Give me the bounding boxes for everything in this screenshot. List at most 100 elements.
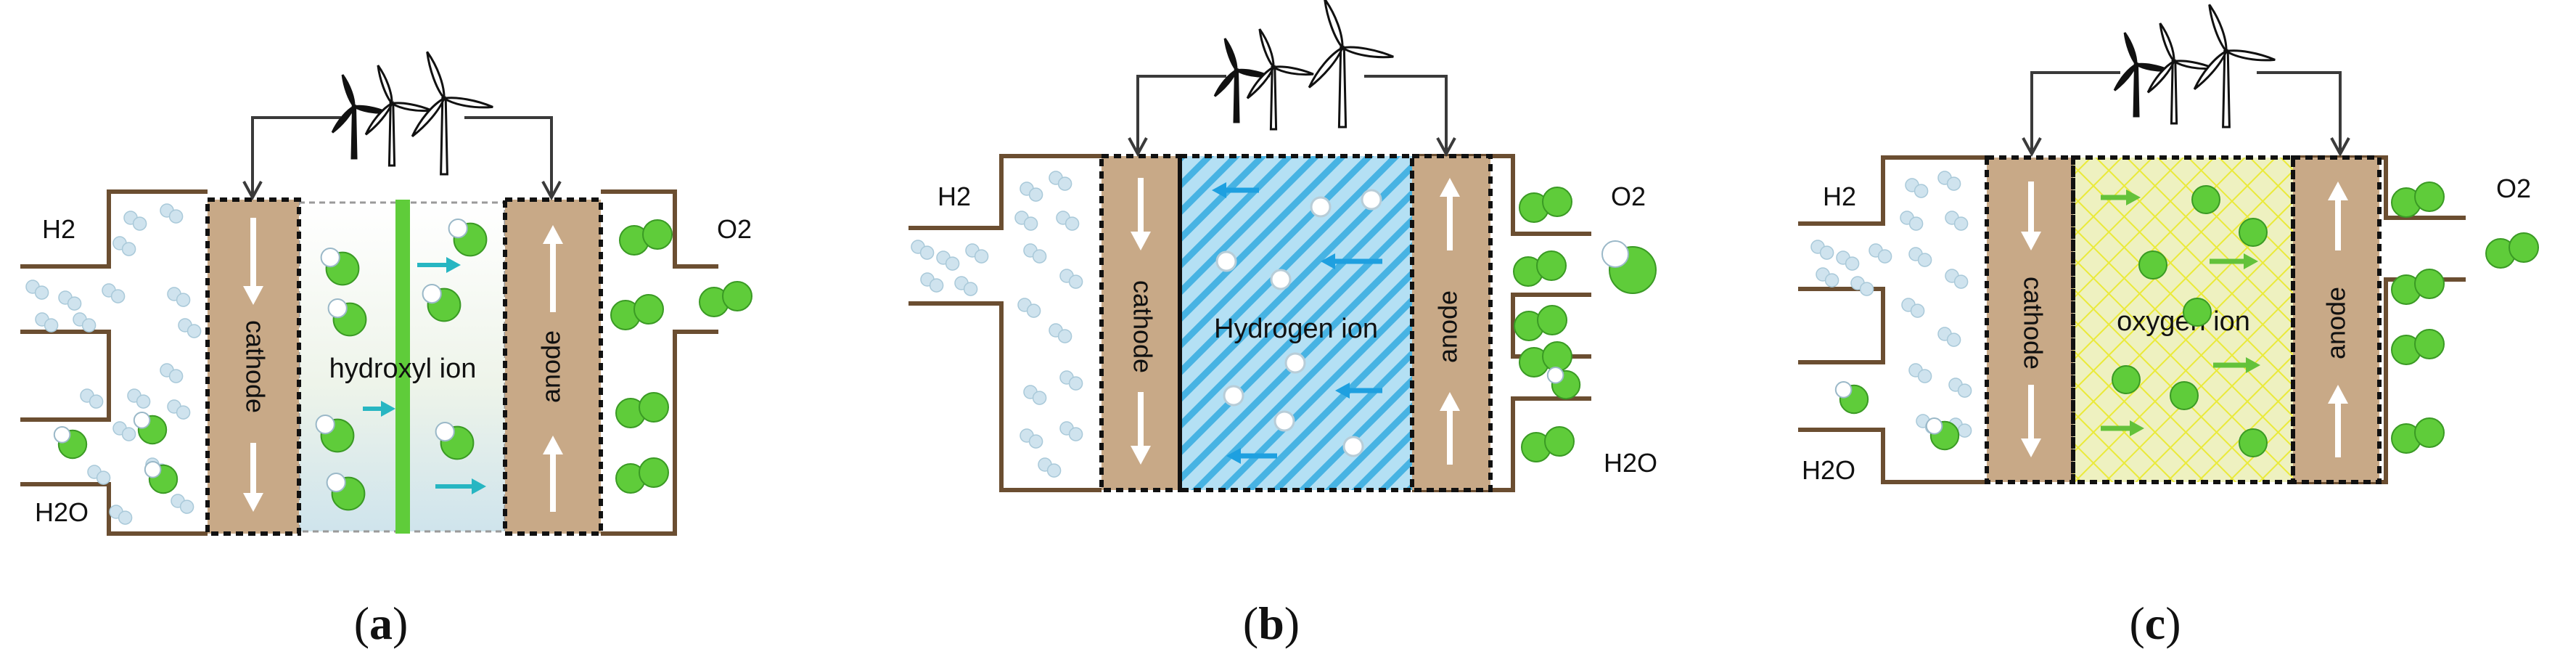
arrow-icon [2021, 385, 2041, 457]
wind-turbine-icon [2113, 4, 2276, 128]
arrow-icon [243, 443, 263, 512]
hydrogen-molecule-icon [160, 363, 184, 383]
water-molecule-icon [320, 248, 360, 286]
hydrogen-molecule-icon [1900, 211, 1924, 231]
ion-circle [1270, 269, 1292, 290]
arrow-icon [543, 436, 563, 512]
h2o-label: H2O [1802, 455, 1855, 485]
oxygen-molecule-icon [619, 219, 673, 256]
hydrogen-molecule-icon [73, 312, 97, 332]
hydrogen-molecule-icon [109, 505, 133, 525]
arrow-icon [1440, 392, 1460, 465]
anode-label: anode [1433, 290, 1463, 363]
cathode-label: cathode [2018, 277, 2048, 370]
arrow-icon [1128, 137, 1148, 158]
arrow-icon [1436, 137, 1456, 158]
housing-outline [20, 189, 718, 536]
molecules-group [1810, 171, 2539, 457]
arrow-icon [242, 181, 263, 201]
ion-circle [1223, 385, 1244, 407]
oxygen-molecule-icon [699, 281, 752, 317]
panel-b: cathode anode Hydrogen ion H2 O2 H2O (b) [908, 0, 1657, 649]
oxygen-molecule-icon [2391, 329, 2445, 365]
hydrogen-molecule-icon [25, 280, 49, 300]
water-molecule-icon [315, 415, 355, 453]
arrow-icon [1440, 178, 1460, 250]
ion-circle [2191, 185, 2220, 214]
ion-circle [1361, 189, 1382, 211]
arrow-icon [417, 257, 461, 273]
hydrogen-molecule-icon [1056, 211, 1080, 231]
oxygen-molecule-icon [1519, 187, 1572, 223]
hydrogen-molecule-icon [1038, 457, 1062, 478]
hydrogen-molecule-icon [965, 243, 989, 264]
h2o-label: H2O [35, 497, 89, 527]
oxygen-molecule-icon [1521, 426, 1575, 462]
ion-circle [2112, 365, 2141, 394]
arrow-icon [541, 181, 562, 201]
hydrogen-molecule-icon [1836, 250, 1860, 271]
h2-label: H2 [938, 181, 971, 211]
cathode-label: cathode [240, 320, 270, 413]
wind-turbine-icon [2193, 4, 2276, 128]
hydrogen-molecule-icon [1948, 378, 1972, 398]
hydrogen-molecule-icon [1014, 211, 1038, 231]
green-membrane [395, 200, 410, 534]
oxygen-molecule-icon [1519, 341, 1572, 378]
electrolyte-label: Hydrogen ion [1214, 314, 1378, 344]
hydrogen-molecule-icon [1945, 269, 1969, 289]
oxygen-molecule-icon [2391, 181, 2445, 218]
ion-circle [2239, 428, 2268, 457]
panel-a: cathode anode hydroxyl ion H2 O2 H2O (a) [20, 51, 752, 649]
water-molecule-icon [1601, 240, 1657, 294]
h2-label: H2 [1823, 181, 1856, 211]
wind-turbine-icon [1246, 28, 1314, 131]
hydrogen-molecule-icon [1908, 247, 1932, 267]
panel-caption: (c) [2129, 597, 2181, 649]
oxygen-molecule-icon [2485, 232, 2539, 269]
hydrogen-molecule-icon [1059, 370, 1083, 391]
oxygen-molecule-icon [2391, 269, 2445, 305]
wind-turbine-icon [1308, 0, 1394, 128]
ion-circle [2170, 381, 2199, 410]
hydrogen-molecule-icon [127, 388, 151, 409]
o2-label: O2 [1611, 181, 1646, 211]
arrow-icon [1335, 383, 1382, 399]
hydrogen-molecule-icon [1945, 211, 1969, 231]
ion-circle [1284, 352, 1306, 374]
ion-circle [1310, 196, 1332, 218]
wind-turbine-icon [1213, 0, 1394, 131]
arrow-icon [1321, 253, 1382, 269]
electrolyte-region [1180, 156, 1412, 490]
housing-outline [908, 154, 1591, 492]
arrow-icon [1226, 448, 1277, 464]
hydrogen-molecule-icon [920, 272, 944, 293]
arrow-icon [1131, 178, 1151, 250]
ion-circle [1273, 410, 1295, 432]
molecules-group [25, 203, 752, 525]
water-molecule-icon [1925, 417, 1960, 451]
water-molecule-icon [327, 298, 367, 337]
arrow-icon [435, 478, 486, 494]
wind-turbine-icon [411, 51, 493, 176]
water-molecule-icon [1834, 381, 1869, 415]
hydrogen-molecule-icon [167, 287, 191, 307]
anode-label: anode [536, 330, 566, 403]
panel-caption: (a) [354, 597, 409, 649]
hydrogen-molecule-icon [1049, 171, 1072, 191]
hydrogen-molecule-icon [1937, 327, 1961, 347]
hydrogen-molecule-icon [102, 283, 126, 303]
hydrogen-molecule-icon [178, 318, 202, 338]
arrow-icon [543, 225, 563, 312]
hydrogen-molecule-icon [1869, 243, 1892, 264]
oxygen-molecule-icon [1514, 305, 1567, 341]
water-molecule-icon [448, 219, 488, 257]
water-molecule-icon [133, 412, 168, 445]
wind-turbine-icon [331, 51, 493, 176]
hydrogen-molecule-icon [1017, 298, 1041, 318]
arrow-icon [2021, 181, 2041, 250]
molecules-group [911, 171, 1657, 478]
hydrogen-molecule-icon [35, 312, 59, 332]
hydrogen-molecule-icon [58, 290, 82, 311]
